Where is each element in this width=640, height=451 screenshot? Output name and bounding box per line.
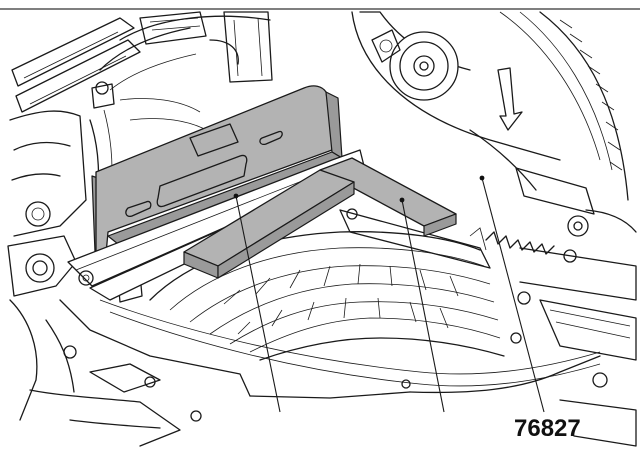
square-callout-dot: [399, 197, 405, 203]
table-callout-line: [481, 177, 545, 413]
square-callout-line: [401, 199, 445, 413]
fence-callout-dot: [233, 193, 239, 199]
table-callout-dot: [479, 175, 485, 181]
saw-blade-assembly: [351, 11, 637, 255]
carpenter-square: [183, 157, 457, 279]
fence-callout-line: [235, 195, 281, 413]
miter-table: [149, 208, 505, 361]
part-number: 76827: [514, 415, 581, 442]
